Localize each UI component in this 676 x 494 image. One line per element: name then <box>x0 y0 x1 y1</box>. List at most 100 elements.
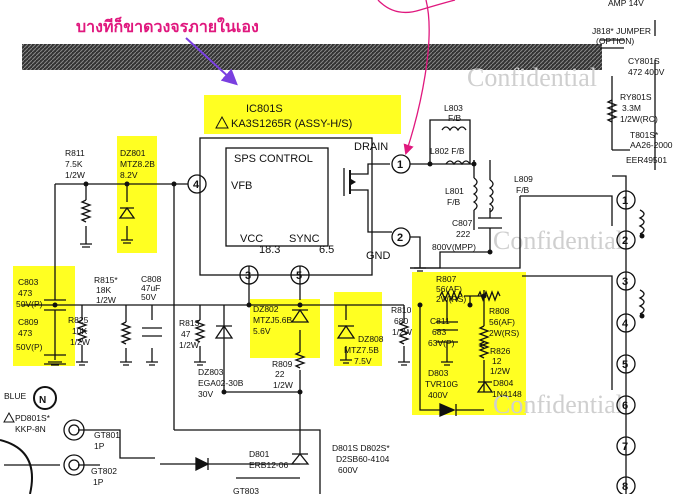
c807-ref: C807 <box>452 218 473 228</box>
highlight-dz801 <box>117 136 157 253</box>
r813-ref: R813 <box>179 318 200 328</box>
highlight-dz808 <box>334 292 382 366</box>
svg-text:4: 4 <box>622 318 629 330</box>
svg-text:5: 5 <box>622 359 628 371</box>
svg-text:7: 7 <box>622 441 628 453</box>
l803-val: F/B <box>448 113 462 123</box>
resistors <box>76 99 618 369</box>
r826-ref: R826 <box>490 346 511 356</box>
dz802-part: MTZJ5.6B <box>253 315 293 325</box>
l809-ref: L809 <box>514 174 533 184</box>
t801s-v1: AA26-2000 <box>630 140 673 150</box>
r826-watt: 1/2W <box>490 366 510 376</box>
c803-volt: 50V(P) <box>16 299 43 309</box>
ic-vfb: VFB <box>231 180 252 192</box>
r808-watt: 2W(RS) <box>489 328 519 338</box>
ic-sync-voltage: 6.5 <box>319 244 334 256</box>
gt803-ref: GT803 <box>233 486 259 494</box>
d803-ref: D803 <box>428 368 449 378</box>
r810-watt: 1/2W <box>392 327 412 337</box>
c803-ref: C803 <box>18 277 39 287</box>
ic-drain: DRAIN <box>354 141 388 153</box>
ic-gnd: GND <box>366 250 391 262</box>
svg-text:8: 8 <box>622 481 628 493</box>
r810-val: 680 <box>394 316 408 326</box>
dz808-volt: 7.5V <box>354 356 372 366</box>
r825-val: 10K <box>72 326 87 336</box>
l803-ref: L803 <box>444 103 463 113</box>
pin-3: 3 <box>245 270 251 282</box>
c803-val: 473 <box>18 288 32 298</box>
dz801-volt: 8.2V <box>120 170 138 180</box>
grounds <box>48 239 453 366</box>
pin-2: 2 <box>397 232 403 244</box>
t801s-v2: EER49501 <box>626 155 667 165</box>
cy801s-ref: CY801S <box>628 56 660 66</box>
callout-bubble <box>377 0 456 14</box>
gt802-val: 1P <box>93 477 104 487</box>
gt801-val: 1P <box>94 441 105 451</box>
labels: R811 7.5K 1/2W DZ801 MTZ8.2B 8.2V L803 F… <box>3 0 673 494</box>
c807-val: 222 <box>456 229 470 239</box>
c808-volt: 50V <box>141 292 156 302</box>
ic-sync: SYNC <box>289 233 320 245</box>
d801s-part: D2SB60-4104 <box>336 454 390 464</box>
jumper-ref: J818* JUMPER <box>592 26 651 36</box>
jumper-option: (OPTION) <box>596 36 634 46</box>
watermark-2: Confidential <box>493 226 623 255</box>
r811-val: 7.5K <box>65 159 83 169</box>
r815-watt: 1/2W <box>96 295 116 305</box>
pd801s-part: KKP-8N <box>15 424 46 434</box>
transformer-pins: 1 2 3 4 5 6 7 8 <box>616 190 645 494</box>
annotation-arrow <box>185 37 238 86</box>
svg-text:2: 2 <box>622 235 628 247</box>
r808-ref: R808 <box>489 306 510 316</box>
dz803-part: EGA02-30B <box>198 378 244 388</box>
r813-watt: 1/2W <box>179 340 199 350</box>
connectors: N <box>0 386 300 494</box>
t801s-ref: T801S* <box>630 130 659 140</box>
watermark-1: Confidential <box>467 63 597 92</box>
svg-text:1: 1 <box>622 195 628 207</box>
drain-pointer-arrow <box>403 0 430 155</box>
r811-ref: R811 <box>65 148 85 158</box>
dz808-part: MTZ7.5B <box>344 345 379 355</box>
capacitors <box>44 39 624 365</box>
ic-vcc: VCC <box>240 233 263 245</box>
highlight-ic-label <box>204 95 401 134</box>
d804-ref: D804 <box>493 378 514 388</box>
diodes <box>118 206 494 472</box>
ic801s: IC801S KA3S1265R (ASSY-H/S) SPS CONTROL … <box>199 103 392 276</box>
pin-4: 4 <box>193 179 200 191</box>
cy801s-val: 472 400V <box>628 67 665 77</box>
r813-val: 47 <box>181 329 191 339</box>
n-badge <box>33 386 57 410</box>
svg-text:6: 6 <box>622 400 628 412</box>
ic-part: KA3S1265R (ASSY-H/S) <box>231 118 352 130</box>
c809-volt: 50V(P) <box>16 342 43 352</box>
l801-val: F/B <box>447 197 461 207</box>
highlight-dz802 <box>250 299 320 358</box>
c811-ref: C811 <box>430 316 450 326</box>
gt801-ref: GT801 <box>94 430 120 440</box>
r825-ref: R825 <box>68 315 89 325</box>
c808-val: 47uF <box>141 283 160 293</box>
gt802-ref: GT802 <box>91 466 117 476</box>
pd801s-ref: PD801S* <box>15 413 51 423</box>
c811-val: 683 <box>432 327 446 337</box>
r811-watt: 1/2W <box>65 170 85 180</box>
c808-ref: C808 <box>141 274 162 284</box>
warning-icon <box>215 115 229 129</box>
ic-pins: 1 2 3 4 5 <box>187 154 411 285</box>
r825-watt: 1/2W <box>70 337 90 347</box>
svg-text:3: 3 <box>622 276 628 288</box>
transformer-core-bar <box>22 44 602 70</box>
n-badge-text: N <box>39 395 46 406</box>
junctions <box>52 161 493 395</box>
r815-val: 18K <box>96 285 111 295</box>
d803-part: TVR10G <box>425 379 458 389</box>
r808-val: 56(AF) <box>489 317 515 327</box>
dz803-volt: 30V <box>198 389 213 399</box>
c811-volt: 63V(P) <box>428 338 455 348</box>
